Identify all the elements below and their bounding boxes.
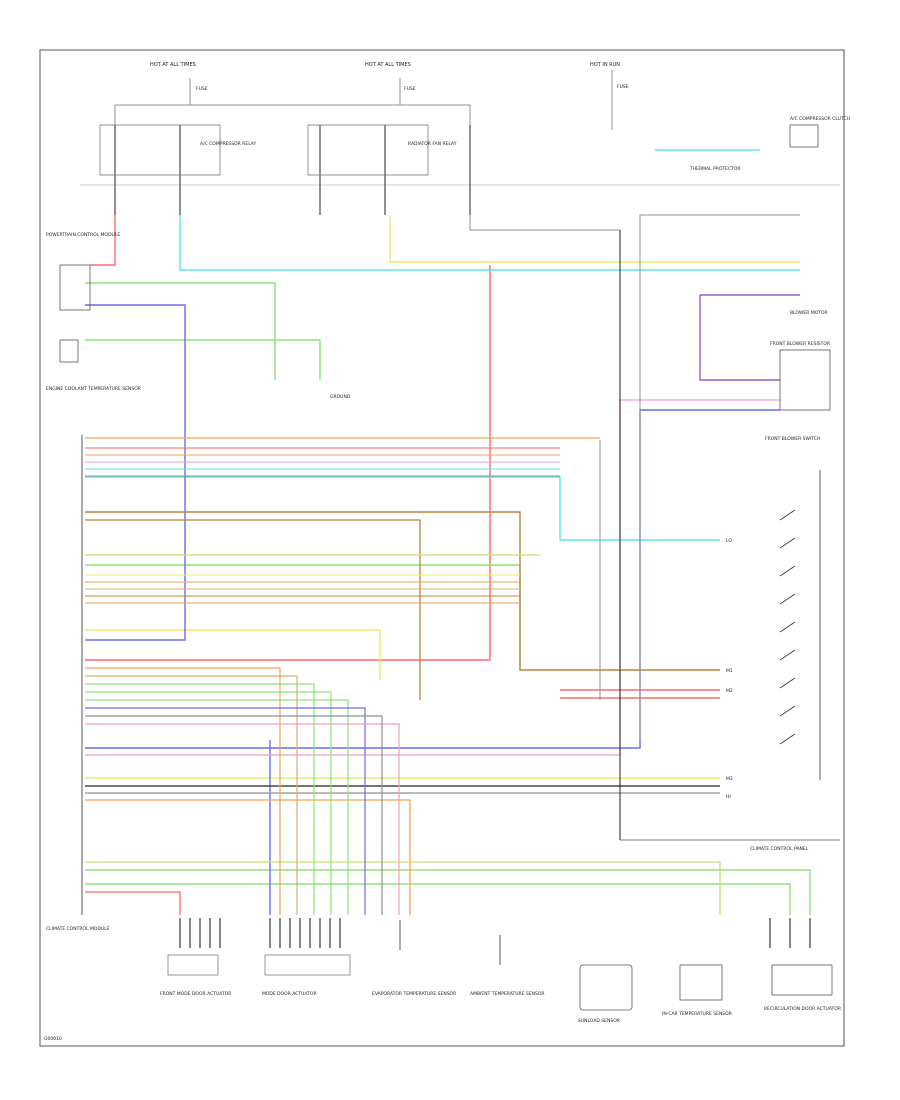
wire-red-long xyxy=(85,265,491,661)
blower-motor-label: BLOWER MOTOR xyxy=(790,310,828,316)
fuse-label-3: FUSE xyxy=(617,84,629,90)
radiator-fan-relay-label: RADIATOR FAN RELAY xyxy=(408,141,457,147)
switch-label-0: LO xyxy=(726,538,732,544)
ect-sensor-symbol xyxy=(59,339,79,363)
ac-compressor-relay-box xyxy=(99,124,221,176)
sunload-sensor-label: SUNLOAD SENSOR xyxy=(578,1018,620,1024)
mode-door-right-box xyxy=(264,954,351,976)
wire-yellow-top xyxy=(389,215,800,263)
wire-purple-blower xyxy=(699,295,780,381)
switch-contact xyxy=(779,509,796,521)
switch-contact xyxy=(779,649,796,661)
climate-module-label: CLIMATE CONTROL MODULE xyxy=(46,926,110,932)
diagram-code: G00010 xyxy=(44,1036,62,1042)
radiator-fan-relay-box xyxy=(307,124,429,176)
front-blower-switch-label: FRONT BLOWER SWITCH xyxy=(765,436,820,442)
switch-label-1: M1 xyxy=(726,668,733,674)
incar-sensor-box xyxy=(679,964,723,1001)
fuse-label-2: FUSE xyxy=(404,86,416,92)
wire-brown-2 xyxy=(85,519,421,700)
powertrain-module-box xyxy=(59,264,91,311)
switch-label-3: M3 xyxy=(726,776,733,782)
wire-mode-7 xyxy=(85,723,400,915)
mode-door-left-label: FRONT MODE DOOR ACTUATOR xyxy=(160,991,231,997)
climate-panel-label: CLIMATE CONTROL PANEL xyxy=(750,846,809,852)
ac-clutch-label: A/C COMPRESSOR CLUTCH xyxy=(790,116,850,122)
wire-green-2 xyxy=(85,339,321,380)
switch-contact xyxy=(779,733,796,745)
wire-cyan-mid xyxy=(85,476,720,541)
ac-compressor-relay-label: A/C COMPRESSOR RELAY xyxy=(200,141,257,147)
ect-sensor-label: ENGINE COOLANT TEMPERATURE SENSOR xyxy=(46,386,141,392)
mode-door-right-label: MODE DOOR ACTUATOR xyxy=(262,991,317,997)
switch-contact xyxy=(779,565,796,577)
wire-red-pcm xyxy=(90,215,116,266)
switch-contact xyxy=(779,705,796,717)
wire-layer xyxy=(80,70,840,965)
switch-contact xyxy=(779,537,796,549)
evap-sensor-label: EVAPORATOR TEMPERATURE SENSOR xyxy=(372,991,456,997)
wire-blue-1 xyxy=(85,304,186,641)
front-blower-resistor-label: FRONT BLOWER RESISTOR xyxy=(770,341,830,347)
label-hot-right: HOT IN RUN xyxy=(590,62,620,68)
wire-mode-3 xyxy=(85,691,332,915)
wire-green-1 xyxy=(85,282,276,380)
wire-red-bottom xyxy=(85,891,181,915)
wire-gray-top xyxy=(639,214,800,740)
wire-brown-1 xyxy=(85,511,720,671)
wire-relay-return xyxy=(469,105,620,231)
switch-label-4: HI xyxy=(726,794,731,800)
blower-switch-contacts xyxy=(779,470,821,780)
switch-label-2: M2 xyxy=(726,688,733,694)
label-hot-left: HOT AT ALL TIMES xyxy=(150,62,196,68)
powertrain-module-label: POWERTRAIN CONTROL MODULE xyxy=(46,232,120,238)
front-blower-resistor-box xyxy=(779,349,831,411)
switch-contact xyxy=(779,593,796,605)
wire-pink-1 xyxy=(85,399,780,756)
wire-mode-5 xyxy=(85,707,366,915)
wire-orange-2 xyxy=(85,799,411,915)
switch-contact xyxy=(779,677,796,689)
switch-contact xyxy=(779,621,796,633)
diagram-border xyxy=(39,49,845,1047)
wire-mode-6 xyxy=(85,715,383,915)
ambient-sensor-label: AMBIENT TEMPERATURE SENSOR xyxy=(470,991,545,997)
wire-green-3 xyxy=(85,564,521,670)
recirc-door-label: RECIRCULATION DOOR ACTUATOR xyxy=(764,1006,841,1012)
mode-door-left-box xyxy=(167,954,219,976)
incar-sensor-label: IN-CAR TEMPERATURE SENSOR xyxy=(662,1011,732,1017)
wire-cyan-top xyxy=(179,215,800,271)
ac-clutch-symbol xyxy=(789,124,819,148)
wire-mode-0 xyxy=(85,667,281,915)
wire-green-5 xyxy=(85,883,791,915)
wire-mode-4 xyxy=(85,699,349,915)
sunload-sensor-box xyxy=(579,964,633,1011)
recirc-door-box xyxy=(771,964,833,996)
wire-green-4 xyxy=(85,869,811,915)
wire-mode-1 xyxy=(85,675,298,915)
label-hot-mid: HOT AT ALL TIMES xyxy=(365,62,411,68)
wire-yellow-mid xyxy=(85,629,381,680)
fuse-label-1: FUSE xyxy=(196,86,208,92)
ground-label: GROUND xyxy=(330,394,351,400)
thermal-protector-label: THERMAL PROTECTOR xyxy=(689,166,741,172)
wire-mode-2 xyxy=(85,683,315,915)
